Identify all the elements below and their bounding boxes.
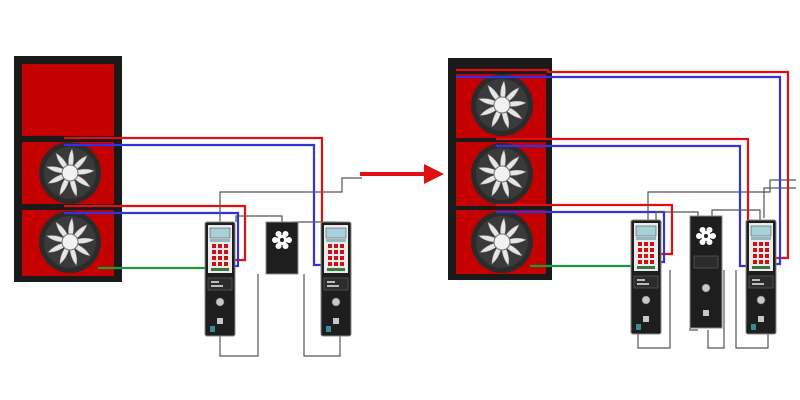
data-cable	[655, 211, 699, 220]
data-cable	[707, 270, 725, 349]
data-cable	[711, 209, 761, 220]
arrow-right-icon	[360, 164, 444, 184]
fan-icon	[38, 210, 102, 274]
fan-icon	[470, 142, 534, 206]
network-hub-icon	[689, 215, 723, 329]
data-cable	[637, 270, 671, 349]
fan-icon	[470, 210, 534, 274]
before-configuration	[14, 56, 362, 357]
data-cable	[303, 274, 341, 357]
after-configuration	[448, 58, 796, 349]
data-cable	[219, 274, 259, 357]
pressure-gauge-icon	[745, 219, 777, 335]
data-cable	[763, 187, 796, 218]
pressure-gauge-icon	[320, 221, 352, 337]
data-cable	[735, 270, 769, 349]
pressure-gauge-icon	[630, 219, 662, 335]
pressure-tube-red	[456, 68, 790, 260]
data-cable	[689, 328, 698, 331]
fan-icon	[470, 73, 534, 137]
pressure-gauge-icon	[204, 221, 236, 337]
top-panel	[22, 64, 114, 136]
data-cable	[219, 177, 362, 222]
network-hub-icon	[265, 221, 299, 275]
fan-icon	[38, 141, 102, 205]
data-cable	[647, 179, 796, 220]
